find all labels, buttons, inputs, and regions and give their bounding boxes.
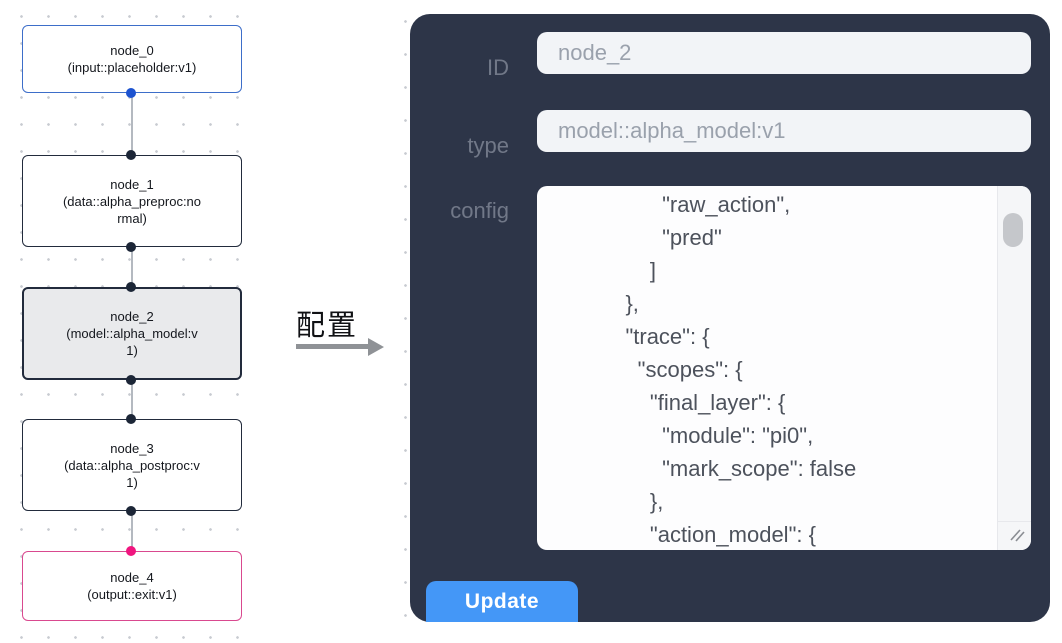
node-type-label: (model::alpha_model:v1) (66, 326, 198, 358)
node-node_2[interactable]: node_2 (model::alpha_model:v1) (22, 287, 242, 380)
textarea-corner (997, 521, 1031, 550)
arrow-right-icon (368, 337, 384, 356)
update-button[interactable]: Update (426, 581, 578, 622)
config-textarea[interactable]: "raw_action", "pred" ] }, "trace": { "sc… (537, 186, 1031, 550)
resize-handle-icon[interactable] (1007, 526, 1027, 544)
node-type-label: (data::alpha_postproc:v1) (64, 457, 200, 490)
node-type-label: (input::placeholder:v1) (67, 60, 197, 75)
config-json-text[interactable]: "raw_action", "pred" ] }, "trace": { "sc… (601, 192, 857, 547)
node-type-label: (output::exit:v1) (87, 587, 177, 602)
node-type-label: (data::alpha_preproc:normal) (62, 193, 202, 226)
node-node_1[interactable]: node_1 (data::alpha_preproc:normal) (22, 155, 242, 247)
edge-node0-node1[interactable] (131, 93, 133, 155)
port-node_1-in[interactable] (126, 150, 136, 160)
node-config-panel: ID type config "raw_action", "pred" ] },… (410, 14, 1050, 622)
edge-node2-node3[interactable] (131, 380, 133, 419)
port-node_2-out[interactable] (126, 375, 136, 385)
type-input[interactable] (537, 110, 1031, 152)
config-field-label: config (450, 198, 509, 223)
edge-node1-node2[interactable] (131, 247, 133, 287)
type-field-label: type (467, 133, 509, 158)
node-node_0[interactable]: node_0 (input::placeholder:v1) (22, 25, 242, 93)
port-node_3-in[interactable] (126, 414, 136, 424)
node-title: node_0 (110, 43, 154, 58)
config-annotation-label: 配置 (296, 310, 359, 342)
node-title: node_3 (110, 440, 154, 456)
node-title: node_1 (110, 176, 154, 192)
id-field-label: ID (487, 55, 509, 80)
edge-node3-node4[interactable] (131, 511, 133, 551)
id-input[interactable] (537, 32, 1031, 74)
scrollbar-track[interactable] (997, 186, 1031, 522)
node-node_3[interactable]: node_3 (data::alpha_postproc:v1) (22, 419, 242, 511)
port-node_1-out[interactable] (126, 242, 136, 252)
node-title: node_4 (110, 570, 154, 585)
node-node_4[interactable]: node_4 (output::exit:v1) (22, 551, 242, 621)
node-title: node_2 (110, 309, 154, 324)
port-node_3-out[interactable] (126, 506, 136, 516)
port-node_4-in[interactable] (126, 546, 136, 556)
port-node_0-out[interactable] (126, 88, 136, 98)
port-node_2-in[interactable] (126, 282, 136, 292)
arrow-right-icon (296, 344, 368, 349)
scrollbar-thumb[interactable] (1003, 213, 1023, 247)
